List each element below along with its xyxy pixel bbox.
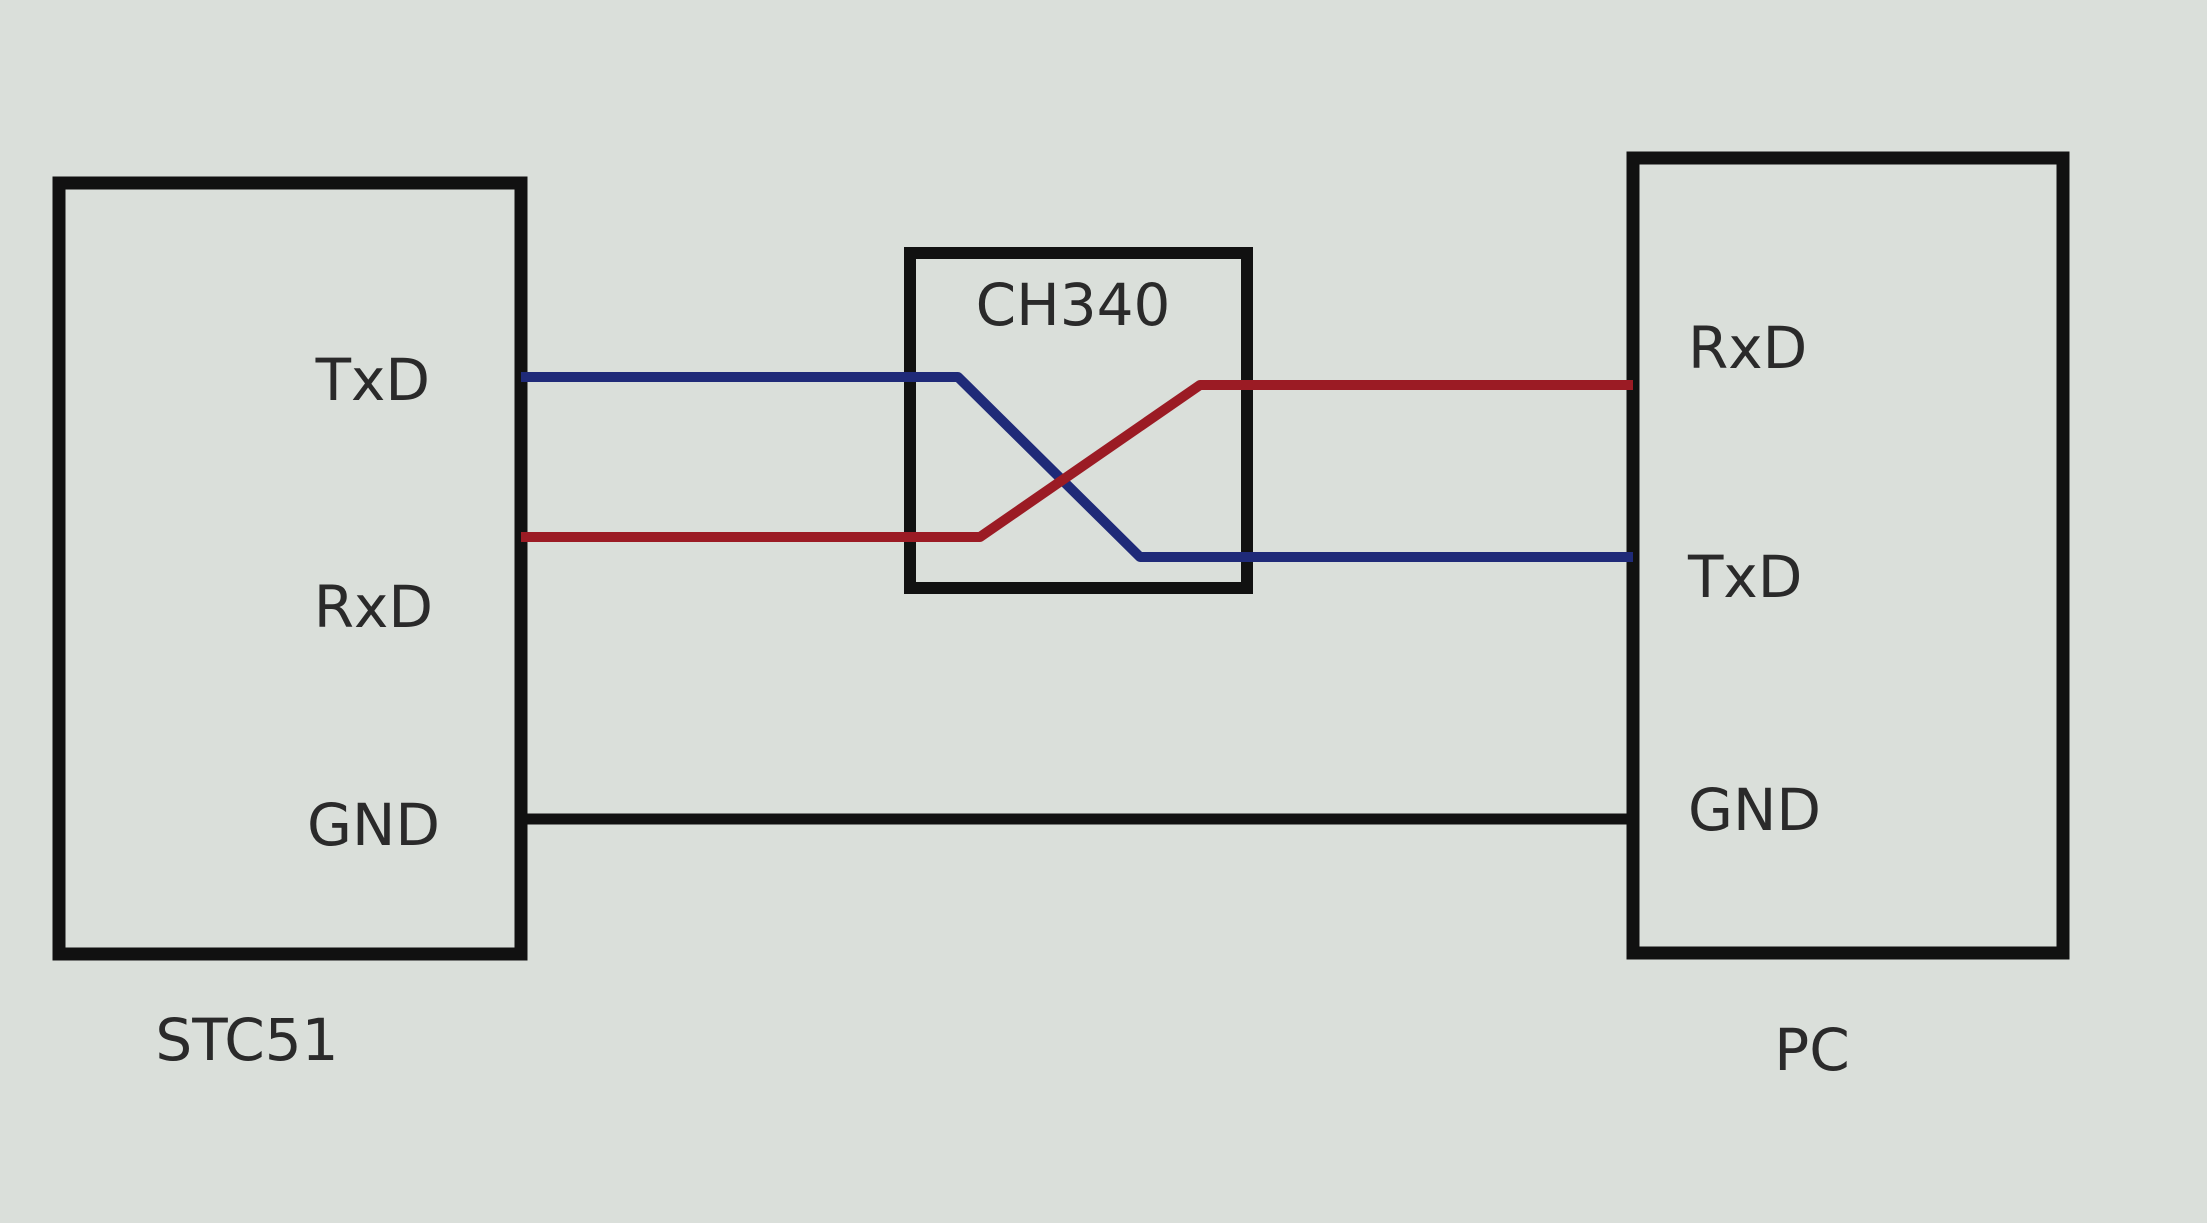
txd-wire <box>521 372 1633 562</box>
stc51-pin-rxd-label: RxD <box>314 573 433 641</box>
rxd-wire <box>521 380 1633 542</box>
pc-pin-gnd-label: GND <box>1688 776 1821 844</box>
pc-pin-rxd-label: RxD <box>1688 314 1807 382</box>
stc51-box <box>52 176 528 961</box>
pc-pin-txd-label: TxD <box>1687 543 1802 611</box>
pc-label: PC <box>1774 1016 1849 1084</box>
stc51-pin-gnd-label: GND <box>307 791 440 859</box>
stc51-pin-txd-label: TxD <box>315 346 430 414</box>
ch340-label: CH340 <box>976 271 1171 339</box>
stc51-label: STC51 <box>155 1006 338 1074</box>
ch340-box <box>904 247 1253 594</box>
